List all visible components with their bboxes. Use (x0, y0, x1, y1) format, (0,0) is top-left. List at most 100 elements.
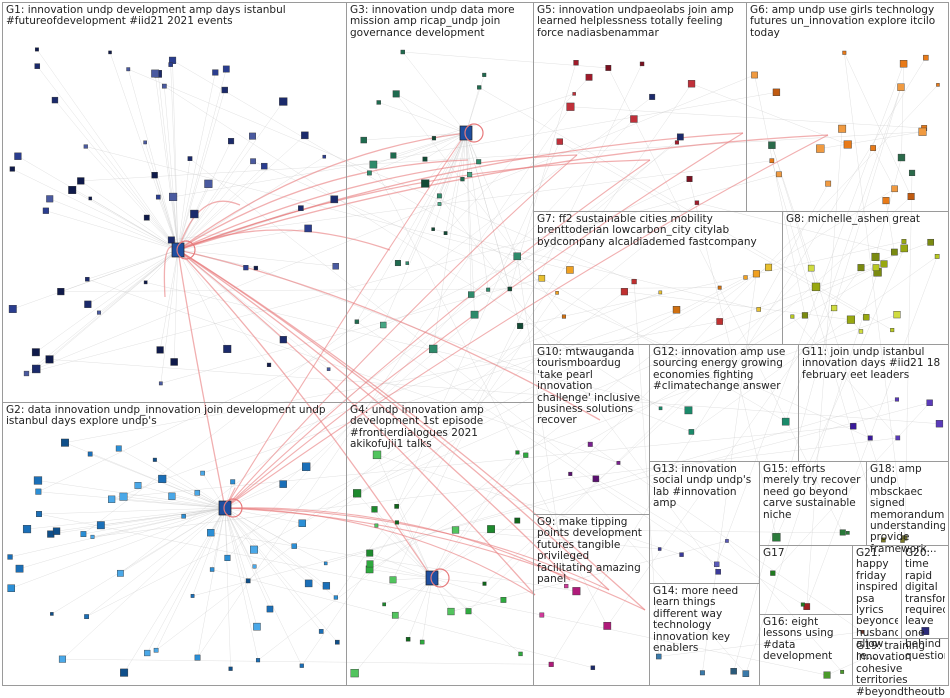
network-node[interactable] (566, 266, 574, 274)
network-node[interactable] (88, 196, 93, 201)
network-node[interactable] (45, 355, 54, 364)
network-node[interactable] (902, 535, 908, 541)
network-node[interactable] (872, 264, 880, 271)
network-node[interactable] (751, 71, 758, 79)
network-node[interactable] (394, 260, 401, 267)
network-node[interactable] (679, 552, 684, 557)
network-node[interactable] (825, 180, 832, 187)
network-node[interactable] (863, 314, 870, 321)
network-node[interactable] (372, 450, 382, 460)
network-node[interactable] (304, 579, 313, 588)
network-node[interactable] (811, 282, 821, 292)
network-node[interactable] (120, 668, 129, 677)
network-node[interactable] (923, 54, 929, 61)
network-node[interactable] (323, 561, 328, 566)
network-node[interactable] (850, 423, 857, 430)
network-node[interactable] (686, 175, 693, 182)
group-panel-g8[interactable]: G8: michelle_ashen great (782, 211, 949, 345)
network-node[interactable] (781, 417, 790, 426)
network-node[interactable] (224, 554, 231, 561)
network-node[interactable] (725, 539, 729, 543)
network-node[interactable] (298, 205, 304, 211)
network-node[interactable] (658, 290, 663, 295)
network-node[interactable] (752, 270, 760, 278)
network-node[interactable] (200, 470, 205, 476)
network-node[interactable] (291, 543, 297, 549)
network-node[interactable] (539, 612, 545, 618)
group-panel-g11[interactable]: G11: join undp istanbul innovation days … (798, 344, 949, 462)
network-node[interactable] (694, 200, 700, 205)
network-node[interactable] (84, 300, 92, 308)
network-node[interactable] (831, 304, 838, 312)
network-node[interactable] (465, 608, 472, 615)
network-node[interactable] (421, 179, 430, 188)
network-node[interactable] (907, 193, 915, 201)
network-node[interactable] (46, 195, 54, 203)
network-node[interactable] (167, 236, 175, 244)
network-node[interactable] (714, 561, 720, 567)
network-node[interactable] (730, 668, 737, 675)
network-node[interactable] (253, 622, 261, 631)
network-node[interactable] (846, 531, 850, 535)
network-node[interactable] (429, 344, 438, 354)
network-node[interactable] (513, 252, 521, 261)
network-node[interactable] (152, 457, 157, 462)
network-node[interactable] (742, 670, 750, 677)
network-node[interactable] (926, 399, 933, 406)
group-panel-g10[interactable]: G10: mtwauganda tourismboardug 'take pea… (533, 344, 650, 515)
network-node[interactable] (23, 370, 30, 377)
network-node[interactable] (431, 227, 435, 231)
network-node[interactable] (858, 329, 864, 334)
network-node[interactable] (500, 597, 507, 603)
network-node[interactable] (800, 602, 805, 607)
network-node[interactable] (743, 275, 748, 280)
network-node[interactable] (51, 96, 59, 104)
network-node[interactable] (684, 406, 693, 415)
network-node[interactable] (153, 647, 159, 653)
network-node[interactable] (918, 127, 927, 136)
network-node[interactable] (631, 279, 637, 285)
network-node[interactable] (467, 172, 473, 178)
network-node[interactable] (194, 654, 201, 661)
network-node[interactable] (716, 318, 723, 325)
network-node[interactable] (921, 627, 930, 635)
network-node[interactable] (391, 611, 399, 619)
network-node[interactable] (228, 138, 235, 145)
network-node[interactable] (322, 154, 327, 159)
network-node[interactable] (32, 364, 41, 374)
network-node[interactable] (68, 186, 77, 194)
network-node[interactable] (83, 144, 88, 149)
network-node[interactable] (765, 263, 773, 271)
network-node[interactable] (893, 311, 901, 319)
network-node[interactable] (143, 214, 150, 221)
network-node[interactable] (482, 581, 487, 586)
network-node[interactable] (334, 639, 340, 645)
network-node[interactable] (376, 100, 381, 105)
network-node[interactable] (266, 362, 272, 368)
network-node[interactable] (447, 607, 455, 616)
network-node[interactable] (616, 461, 621, 465)
network-node[interactable] (187, 156, 193, 161)
network-node[interactable] (371, 506, 378, 513)
network-node[interactable] (871, 252, 880, 261)
group-panel-g19[interactable]: G19: training innovation cohesive territ… (852, 638, 949, 697)
network-node[interactable] (487, 525, 495, 534)
network-node[interactable] (155, 194, 161, 200)
network-node[interactable] (801, 312, 809, 319)
network-node[interactable] (85, 276, 90, 282)
network-node[interactable] (891, 248, 898, 256)
network-node[interactable] (556, 138, 563, 145)
network-node[interactable] (168, 62, 173, 67)
network-node[interactable] (228, 666, 233, 671)
network-node[interactable] (672, 306, 681, 314)
network-node[interactable] (143, 140, 147, 145)
network-node[interactable] (90, 534, 95, 539)
network-node[interactable] (143, 280, 148, 285)
network-node[interactable] (279, 97, 288, 106)
group-panel-g7[interactable]: G7: ff2 sustainable cities mobility bren… (533, 211, 783, 345)
network-node[interactable] (897, 153, 906, 162)
group-panel-g2[interactable]: G2: data innovation undp_innovation join… (2, 402, 347, 686)
network-node[interactable] (908, 169, 916, 177)
network-node[interactable] (630, 115, 638, 123)
network-node[interactable] (538, 274, 546, 282)
